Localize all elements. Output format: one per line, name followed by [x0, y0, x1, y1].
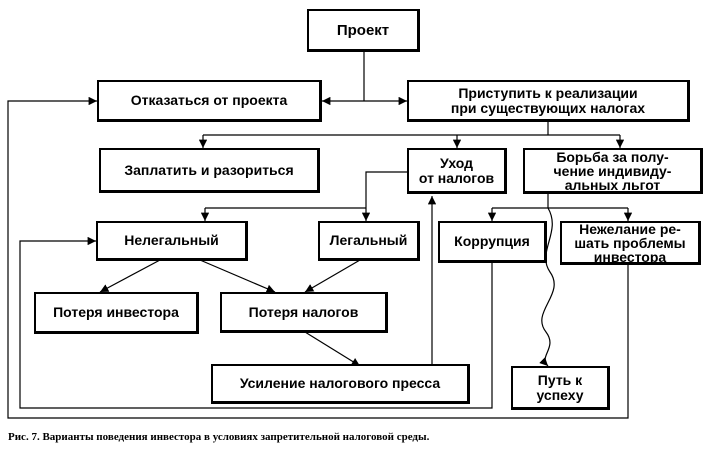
node-corruption: Коррупция — [438, 221, 547, 263]
edge-legal-to-tax-loss — [304, 259, 361, 293]
node-evasion: Уход от налогов — [407, 148, 507, 194]
node-pay: Заплатить и разориться — [99, 148, 320, 193]
node-illegal: Нелегальный — [96, 221, 248, 261]
edge-unwillingness-loop — [7, 96, 629, 419]
edge-evasion-stem — [365, 171, 407, 208]
node-success: Путь к успеху — [511, 366, 610, 410]
edge-illegal-to-tax-loss — [199, 259, 276, 293]
node-pressure: Усиление налогового пресса — [211, 364, 470, 404]
node-struggle: Борьба за полу- чение индивиду- альных л… — [523, 148, 703, 194]
node-unwillingness: Нежелание ре- шать проблемы инвестора — [560, 221, 701, 265]
edge-illegal-to-investor-loss — [99, 259, 161, 293]
edge-tax-loss-to-pressure — [304, 331, 361, 367]
node-legal: Легальный — [318, 221, 420, 261]
node-tax-loss: Потеря налогов — [220, 292, 388, 333]
edge-corruption-loop — [19, 236, 493, 409]
node-project: Проект — [307, 9, 420, 52]
figure-caption: Рис. 7. Варианты поведения инвестора в у… — [8, 431, 430, 443]
node-investor-loss: Потеря инвестора — [34, 292, 199, 334]
node-refuse: Отказаться от проекта — [97, 80, 322, 122]
node-proceed: Приступить к реализации при существующих… — [407, 80, 690, 122]
edge-wavy-to-success — [539, 207, 555, 367]
